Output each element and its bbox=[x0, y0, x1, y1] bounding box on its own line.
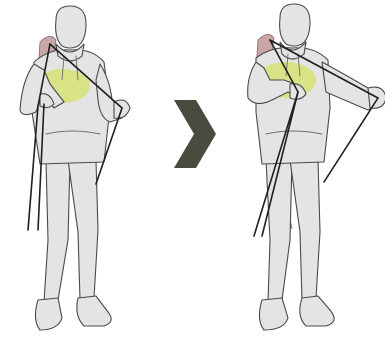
head bbox=[56, 6, 86, 48]
head bbox=[280, 4, 310, 46]
band-right-lower bbox=[324, 98, 378, 182]
left-leg bbox=[44, 160, 70, 302]
right-shoe bbox=[300, 296, 334, 326]
figure-start-position bbox=[20, 6, 130, 330]
progression-arrow bbox=[174, 100, 216, 168]
chevron-right-icon bbox=[174, 100, 216, 168]
right-shoe bbox=[77, 296, 111, 326]
right-leg bbox=[68, 160, 98, 300]
left-shoe bbox=[259, 298, 288, 330]
figure-end-position bbox=[248, 4, 385, 330]
left-shoe bbox=[35, 298, 62, 330]
band-left-lower-1 bbox=[28, 106, 38, 230]
right-leg bbox=[290, 160, 320, 300]
